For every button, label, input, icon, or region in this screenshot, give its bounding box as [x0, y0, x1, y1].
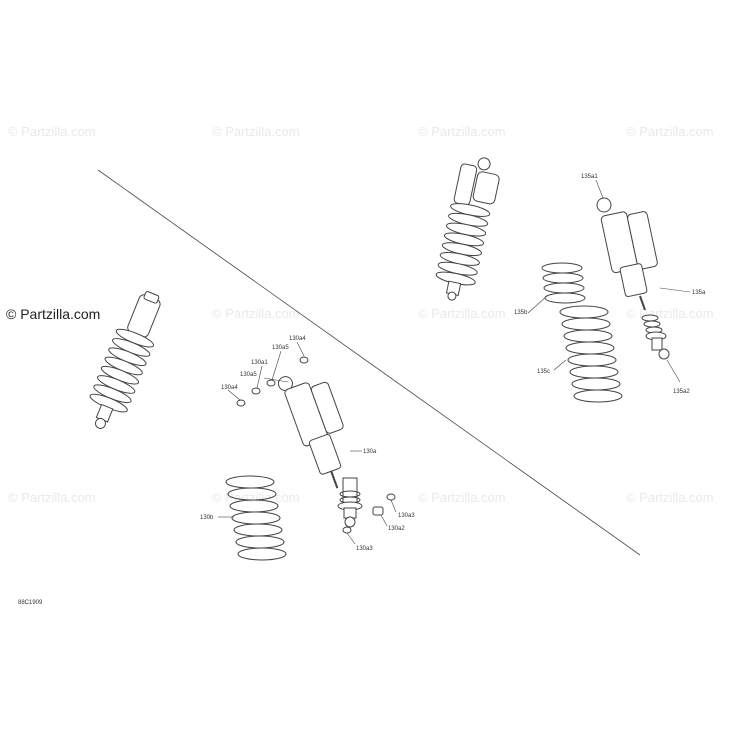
- label-130a4-top: 130a4: [289, 336, 306, 342]
- label-135b: 135b: [514, 310, 528, 316]
- diagram-code: 88C1909: [18, 600, 43, 606]
- separator-line: [97, 169, 641, 556]
- label-130a3-right: 130a3: [398, 513, 415, 519]
- spring-135c: [559, 305, 623, 403]
- label-130a3-bottom: 130a3: [356, 546, 373, 552]
- shock-130a: [277, 376, 363, 528]
- brand-text: © Partzilla.com: [6, 306, 101, 322]
- label-135a: 135a: [692, 290, 706, 296]
- watermark: © Partzilla.com: [212, 490, 300, 505]
- label-130a: 130a: [363, 449, 377, 455]
- label-130a5-top: 130a5: [272, 345, 289, 351]
- shock-assembly-left: [89, 291, 161, 429]
- spring-135b: [541, 262, 586, 304]
- watermark: © Partzilla.com: [418, 306, 506, 321]
- label-135a1: 135a1: [581, 174, 598, 180]
- label-130a1: 130a1: [251, 360, 268, 366]
- watermark: © Partzilla.com: [418, 124, 506, 139]
- label-135a2: 135a2: [673, 389, 690, 395]
- shock-135a: [596, 197, 670, 360]
- watermark: © Partzilla.com: [626, 124, 714, 139]
- watermark: © Partzilla.com: [8, 490, 96, 505]
- watermark: © Partzilla.com: [212, 306, 300, 321]
- watermark: © Partzilla.com: [418, 490, 506, 505]
- label-130b: 130b: [200, 515, 214, 521]
- watermark: © Partzilla.com: [626, 490, 714, 505]
- label-130a2: 130a2: [388, 526, 405, 532]
- label-130a5: 130a5: [240, 372, 257, 378]
- hardware-130a-bottom: [342, 493, 396, 534]
- shock-assembly-top: [435, 157, 500, 301]
- hardware-130a-top: [236, 356, 309, 407]
- leader-lines: [218, 179, 691, 545]
- label-130a4: 130a4: [221, 385, 238, 391]
- watermark: © Partzilla.com: [8, 124, 96, 139]
- label-135c: 135c: [537, 369, 550, 375]
- spring-130b: [225, 475, 287, 561]
- callout-labels: 130a4 130a5 130a1 130a5 130a4 130a 130b …: [200, 174, 706, 552]
- watermark: © Partzilla.com: [212, 124, 300, 139]
